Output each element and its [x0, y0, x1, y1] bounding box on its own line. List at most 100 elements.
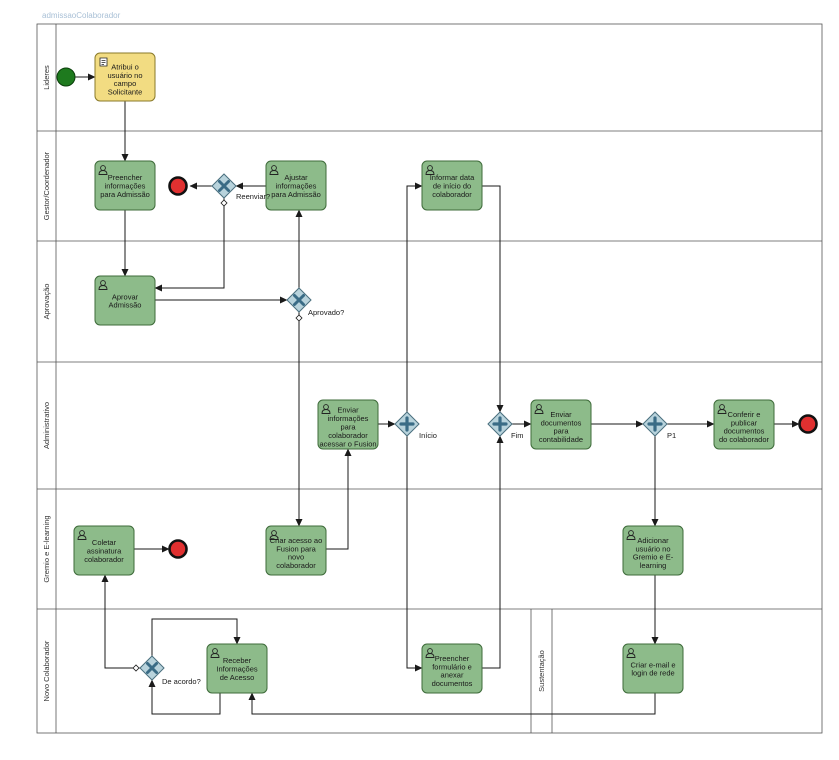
gateway-g5: P1	[642, 411, 676, 440]
task-label-line: novo	[288, 553, 304, 562]
user-icon	[717, 404, 727, 414]
x-mark-icon	[146, 662, 158, 674]
gateway-label: Fim	[511, 431, 524, 440]
task-label-line: do colaborador	[719, 435, 770, 444]
start-event-icon	[56, 67, 76, 87]
user-icon	[626, 530, 636, 540]
task-label-line: informações	[105, 182, 146, 191]
task-label-line: para	[553, 427, 569, 436]
x-mark-icon	[218, 180, 230, 192]
task-label-line: de Acesso	[220, 673, 255, 682]
task-label-line: Adicionar	[637, 536, 669, 545]
user-icon	[98, 165, 108, 175]
user-icon-body	[717, 409, 727, 414]
gateway-g2: Aprovado?	[286, 287, 344, 317]
task-label-line: colaborador	[276, 561, 316, 570]
user-icon-body	[425, 653, 435, 658]
task-label-line: Criar e-mail e	[630, 660, 675, 669]
end-event-icon	[798, 414, 818, 434]
task-label-line: Conferir e	[728, 410, 761, 419]
task-label-line: Coletar	[92, 538, 117, 547]
user-icon	[425, 648, 435, 658]
task-label-line: Admissão	[109, 301, 142, 310]
user-icon-body	[534, 409, 544, 414]
process-title: admissaoColaborador	[42, 11, 121, 20]
gateway-label: Aprovado?	[308, 308, 344, 317]
pool: LideresGestor/CoordenadorAprovaçãoAdmini…	[36, 23, 823, 734]
task-box	[94, 275, 156, 326]
sequence-flow	[101, 574, 140, 669]
user-icon	[534, 404, 544, 414]
task-label-line: login de rede	[631, 669, 674, 678]
user-icon-body	[98, 285, 108, 290]
lane-label-gestor: Gestor/Coordenador	[42, 151, 51, 220]
sequence-flows	[75, 73, 800, 715]
sequence-flow	[482, 185, 504, 413]
task-label-line: anexar	[441, 671, 464, 680]
task-box	[94, 52, 156, 102]
task-label-line: Fusion para	[276, 544, 316, 553]
gateway-g1: Reenviar?	[211, 173, 270, 201]
sequence-flow	[482, 435, 504, 669]
task-label-line: informações	[276, 182, 317, 191]
user-icon	[425, 165, 435, 175]
task-label-line: Informações	[216, 665, 258, 674]
gateway-label: Início	[419, 431, 437, 440]
task-label-line: acessar o Fusion	[319, 439, 376, 448]
end-event-icon	[168, 176, 188, 196]
gateway-g6: De acordo?	[139, 655, 201, 686]
task-label-line: colaborador	[328, 431, 368, 440]
task-label-line: documentos	[724, 427, 765, 436]
sequence-flow	[148, 679, 221, 715]
task-label-line: para Admissão	[100, 190, 150, 199]
user-icon-body	[269, 535, 279, 540]
task-label-line: assinatura	[87, 547, 122, 556]
gateway-label: Reenviar?	[236, 192, 270, 201]
task-label-line: usuário no	[635, 544, 670, 553]
task-label-line: Preencher	[435, 654, 470, 663]
default-flow-marker	[132, 664, 140, 672]
task-label-line: para	[340, 423, 356, 432]
sequence-flow	[406, 436, 423, 672]
task-label-line: Criar acesso ao	[270, 536, 323, 545]
user-icon-body	[77, 535, 87, 540]
x-mark-icon	[293, 294, 305, 306]
task-label-line: colaborador	[84, 555, 124, 564]
task-label-line: documentos	[541, 418, 582, 427]
task-box	[94, 160, 156, 211]
task-label-line: colaborador	[432, 190, 472, 199]
lane-label-novo: Novo Colaborador	[42, 640, 51, 701]
task-label-line: Receber	[223, 656, 252, 665]
task-label-line: Aprovar	[112, 292, 139, 301]
task-label-line: Atribui o	[111, 62, 139, 71]
gateway-label: De acordo?	[162, 677, 201, 686]
task-box	[265, 525, 327, 576]
task-box	[622, 525, 684, 576]
task-box	[317, 399, 379, 450]
gateway-g4: Fim	[487, 411, 524, 440]
plus-mark-icon	[399, 416, 415, 432]
task-label-line: Solicitante	[108, 88, 143, 97]
task-label-line: Informar data	[430, 173, 475, 182]
task-label-line: contabilidade	[539, 435, 583, 444]
user-icon-body	[98, 170, 108, 175]
task-label-line: documentos	[432, 679, 473, 688]
user-icon	[77, 530, 87, 540]
task-box	[421, 160, 483, 211]
task-label-line: para Admissão	[271, 190, 321, 199]
task-label-line: Ajustar	[284, 173, 308, 182]
task-label-line: de início do	[433, 182, 471, 191]
task-box	[73, 525, 135, 576]
